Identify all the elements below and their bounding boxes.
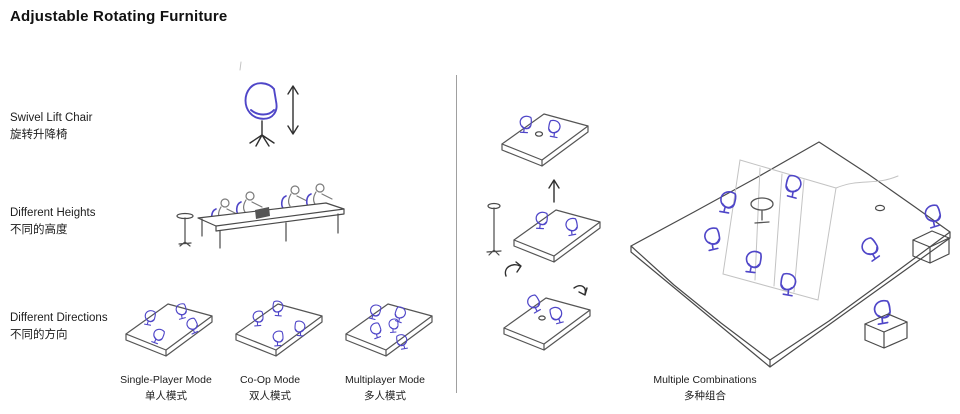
pen-tick xyxy=(239,61,242,71)
platform-icon xyxy=(345,303,433,357)
label-swivel-lift-chair-zh: 旋转升降椅 xyxy=(10,129,68,141)
caption-co-op-en: Co-Op Mode xyxy=(239,374,301,386)
chair-icon xyxy=(174,302,189,321)
chair-icon xyxy=(783,173,803,200)
chair-icon xyxy=(872,299,892,326)
crate-icon xyxy=(912,230,950,264)
chair-icon xyxy=(548,304,566,326)
rotate-arrow-icon xyxy=(504,261,522,277)
caption-single-player-zh: 单人模式 xyxy=(145,390,187,402)
chair-icon xyxy=(547,119,562,139)
chair-icon xyxy=(244,82,278,120)
chair-icon xyxy=(149,326,167,346)
multiple-combinations-sketch xyxy=(630,141,951,368)
platform-icon xyxy=(503,297,591,351)
glass-partition xyxy=(722,159,899,301)
section-divider xyxy=(456,75,457,393)
desk-icon xyxy=(197,202,345,249)
chair-icon xyxy=(779,272,798,297)
label-different-directions-zh: 不同的方向 xyxy=(10,329,68,341)
caption-single-player-en: Single-Player Mode xyxy=(120,374,212,386)
combo-sketch-rotate xyxy=(503,261,591,351)
chair-icon xyxy=(742,249,764,275)
platform-icon xyxy=(125,303,213,357)
multiplayer-mode-sketch xyxy=(345,302,433,357)
chair-icon xyxy=(367,302,383,322)
laptop-icon xyxy=(255,207,270,219)
side-table-icon xyxy=(176,212,194,247)
chair-icon xyxy=(294,320,306,337)
round-table-icon xyxy=(750,197,774,224)
crate-icon xyxy=(864,313,908,349)
cup-icon xyxy=(874,204,886,212)
single-player-mode-sketch xyxy=(125,302,213,357)
lift-arrow-icon xyxy=(287,85,299,135)
label-different-directions-en: Different Directions xyxy=(10,312,108,324)
page-title: Adjustable Rotating Furniture xyxy=(10,8,228,25)
label-swivel-lift-chair: Swivel Lift Chair 旋转升降椅 xyxy=(10,110,92,144)
co-op-mode-sketch xyxy=(235,300,323,357)
caption-multiple-combinations: Multiple Combinations 多种组合 xyxy=(625,372,785,404)
chair-icon xyxy=(703,226,722,252)
label-swivel-lift-chair-en: Swivel Lift Chair xyxy=(10,112,93,124)
caption-single-player: Single-Player Mode 单人模式 xyxy=(106,372,226,404)
chair-icon xyxy=(923,203,944,230)
rotate-arrow-icon xyxy=(573,285,588,296)
floor-lamp-icon xyxy=(486,202,502,256)
platform-icon xyxy=(513,209,601,263)
cup-icon xyxy=(538,315,546,321)
label-different-directions: Different Directions 不同的方向 xyxy=(10,310,108,344)
caption-co-op: Co-Op Mode 双人模式 xyxy=(210,372,330,404)
caption-multiplayer-zh: 多人模式 xyxy=(364,390,406,402)
raise-arrow-icon xyxy=(548,179,560,203)
cup-icon xyxy=(534,131,544,137)
chair-icon xyxy=(272,300,284,317)
swivel-lift-chair-sketch xyxy=(239,61,299,147)
label-different-heights: Different Heights 不同的高度 xyxy=(10,205,95,239)
different-heights-sketch xyxy=(176,183,345,249)
chair-pedestal xyxy=(249,120,275,147)
label-different-heights-en: Different Heights xyxy=(10,207,96,219)
label-different-heights-zh: 不同的高度 xyxy=(10,224,68,236)
caption-multiplayer: Multiplayer Mode 多人模式 xyxy=(325,372,445,404)
chair-icon xyxy=(858,235,884,264)
chair-icon xyxy=(184,316,201,336)
caption-co-op-zh: 双人模式 xyxy=(249,390,291,402)
combo-sketch-cup xyxy=(501,113,589,167)
floor-slab xyxy=(630,141,951,368)
chair-icon xyxy=(564,217,579,237)
combo-sketch-lift xyxy=(486,179,601,263)
platform-icon xyxy=(501,113,589,167)
chair-icon xyxy=(368,321,384,340)
caption-multiplayer-en: Multiplayer Mode xyxy=(345,374,425,386)
caption-multiple-combinations-zh: 多种组合 xyxy=(684,390,726,402)
caption-multiple-combinations-en: Multiple Combinations xyxy=(653,374,757,386)
chair-icon xyxy=(272,330,284,347)
